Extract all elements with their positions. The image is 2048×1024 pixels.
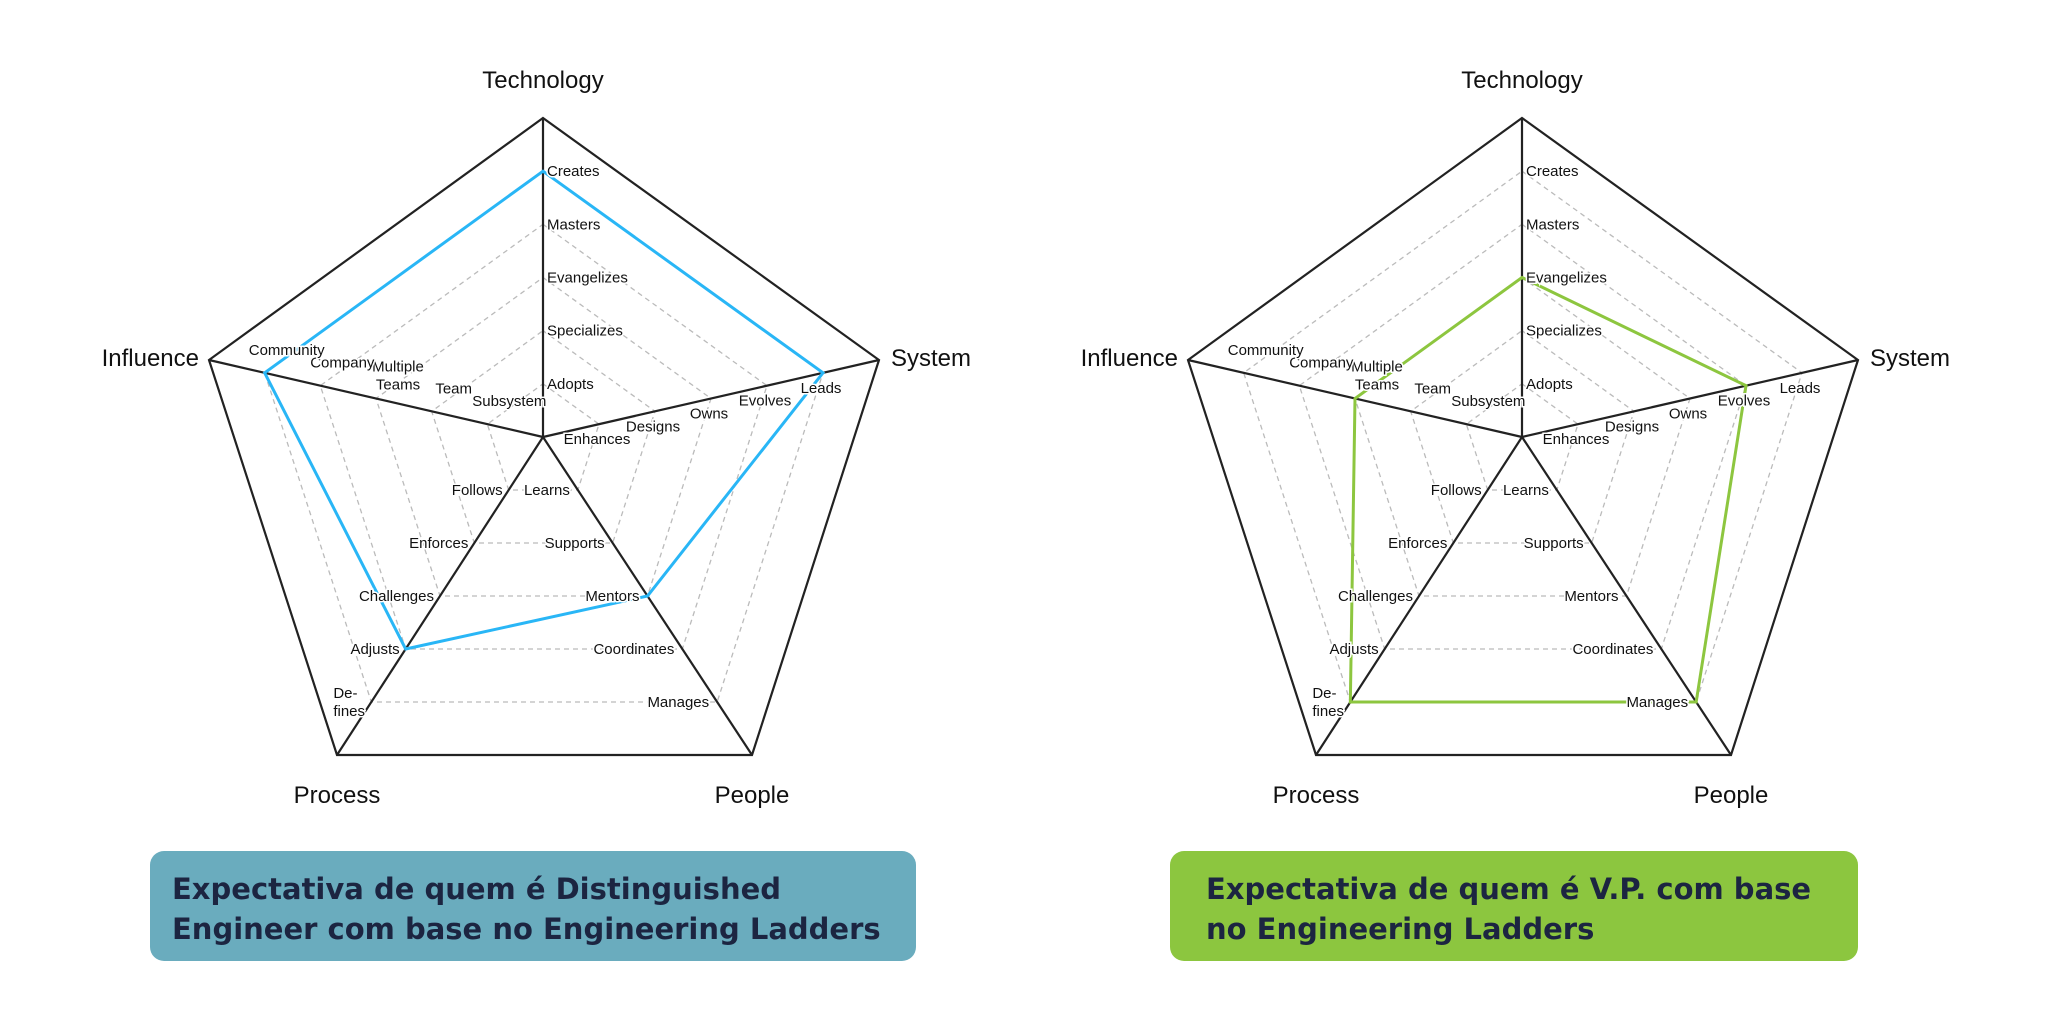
axis-title-influence: Influence — [102, 345, 199, 372]
axis-title-system: System — [891, 345, 971, 372]
axis-title-process: Process — [294, 782, 381, 809]
level-label-owns: Owns — [690, 406, 728, 423]
level-label-community: Community — [1228, 342, 1304, 359]
level-label-masters: Masters — [547, 216, 600, 233]
level-label-coordinates: Coordinates — [593, 641, 674, 658]
level-label-evangelizes: Evangelizes — [547, 270, 628, 287]
level-label-follows: Follows — [1431, 482, 1482, 499]
level-label-subsystem: Subsystem — [472, 393, 546, 410]
level-label-challenges: Challenges — [1338, 588, 1413, 605]
axis-title-people: People — [715, 782, 790, 809]
level-label-subsystem: Subsystem — [1451, 393, 1525, 410]
level-label-mentors: Mentors — [585, 588, 639, 605]
series-polygon — [1348, 275, 1748, 704]
level-label-owns: Owns — [1669, 406, 1707, 423]
axis-title-system: System — [1870, 345, 1950, 372]
level-label-enhances: Enhances — [564, 431, 631, 448]
level-label-enforces: Enforces — [1388, 535, 1447, 552]
outer-frame — [207, 116, 881, 757]
level-label-de-fines: De-fines — [333, 685, 365, 720]
level-label-mentors: Mentors — [1564, 588, 1618, 605]
level-label-specializes: Specializes — [547, 323, 623, 340]
level-label-adjusts: Adjusts — [1329, 641, 1378, 658]
caption-vp: Expectativa de quem é V.P. com base no E… — [1170, 851, 1858, 961]
grid-ring-1 — [486, 383, 600, 491]
level-label-team: Team — [1414, 380, 1451, 397]
outer-frame — [1186, 116, 1860, 757]
level-label-evolves: Evolves — [1718, 393, 1771, 410]
level-label-adopts: Adopts — [1526, 376, 1573, 393]
level-label-supports: Supports — [1524, 535, 1584, 552]
level-label-learns: Learns — [524, 482, 570, 499]
level-label-specializes: Specializes — [1526, 323, 1602, 340]
level-label-manages: Manages — [647, 694, 709, 711]
level-label-creates: Creates — [1526, 163, 1579, 180]
axis-system — [1521, 358, 1859, 439]
level-label-manages: Manages — [1626, 694, 1688, 711]
level-label-leads: Leads — [801, 380, 842, 397]
axis-process — [336, 436, 544, 756]
level-label-company: Company — [310, 355, 375, 372]
level-label-de-fines: De-fines — [1312, 685, 1344, 720]
grid-ring-2 — [430, 329, 656, 544]
level-label-enforces: Enforces — [409, 535, 468, 552]
axis-title-people: People — [1694, 782, 1769, 809]
axis-title-technology: Technology — [482, 67, 603, 94]
grid-ring-1 — [1465, 383, 1579, 491]
caption-distinguished-engineer: Expectativa de quem é Distinguished Engi… — [150, 851, 916, 961]
axis-title-influence: Influence — [1081, 345, 1178, 372]
level-label-adopts: Adopts — [547, 376, 594, 393]
axis-title-technology: Technology — [1461, 67, 1582, 94]
level-label-follows: Follows — [452, 482, 503, 499]
series-polygon — [262, 169, 826, 651]
level-label-coordinates: Coordinates — [1572, 641, 1653, 658]
level-label-enhances: Enhances — [1543, 431, 1610, 448]
level-label-adjusts: Adjusts — [350, 641, 399, 658]
level-label-team: Team — [435, 380, 472, 397]
level-label-masters: Masters — [1526, 216, 1579, 233]
level-label-evangelizes: Evangelizes — [1526, 270, 1607, 287]
level-label-creates: Creates — [547, 163, 600, 180]
level-label-challenges: Challenges — [359, 588, 434, 605]
grid-ring-3 — [375, 276, 712, 597]
level-label-learns: Learns — [1503, 482, 1549, 499]
level-label-designs: Designs — [626, 418, 680, 435]
level-label-evolves: Evolves — [739, 393, 792, 410]
level-label-supports: Supports — [545, 535, 605, 552]
level-label-community: Community — [249, 342, 325, 359]
level-label-leads: Leads — [1780, 380, 1821, 397]
level-label-company: Company — [1289, 355, 1354, 372]
grid-ring-3 — [1354, 276, 1691, 597]
axis-title-process: Process — [1273, 782, 1360, 809]
level-label-designs: Designs — [1605, 418, 1659, 435]
grid-ring-2 — [1409, 329, 1635, 544]
